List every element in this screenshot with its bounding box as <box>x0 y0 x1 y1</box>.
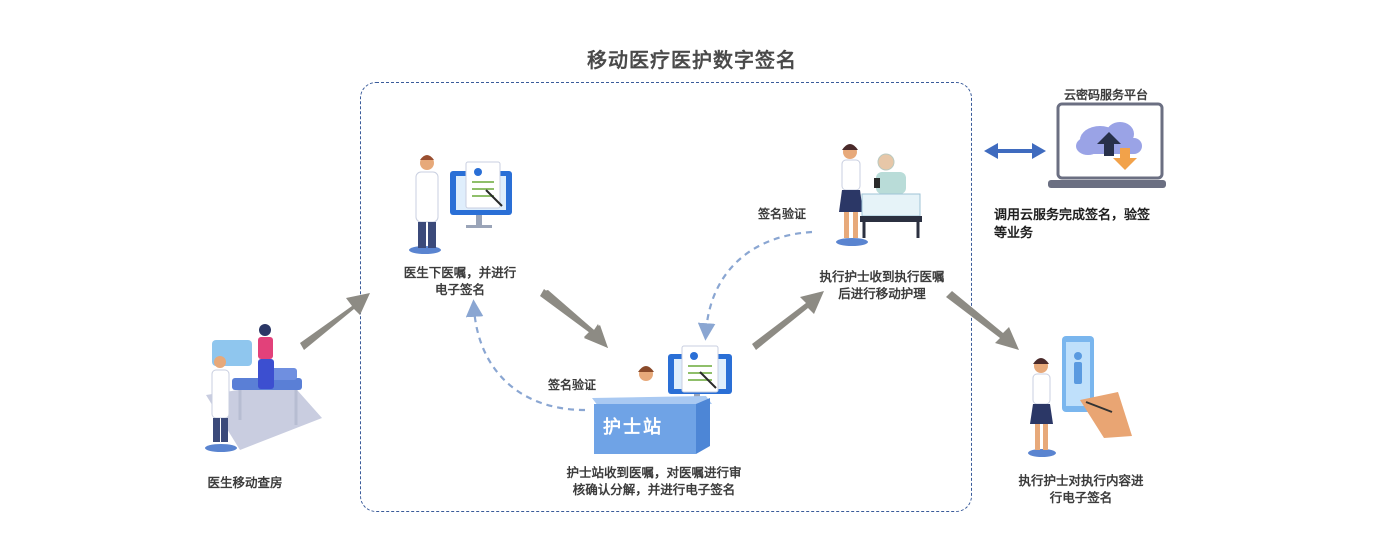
nurse-station-label: 护士站收到医嘱，对医嘱进行审 核确认分解，并进行电子签名 <box>548 464 760 498</box>
verify-arrow-left <box>465 299 586 412</box>
exec-sign-label: 执行护士对执行内容进 行电子签名 <box>1006 472 1156 506</box>
doctor-order-line2: 电子签名 <box>434 282 485 297</box>
flow-arrow-2 <box>540 289 608 348</box>
verify-label-left: 签名验证 <box>548 378 597 392</box>
verify-label-right: 签名验证 <box>758 207 807 221</box>
exec-sign-line1: 执行护士对执行内容进 <box>1018 473 1144 488</box>
doctor-order-illustration <box>409 155 512 254</box>
nurse-station-sign: 护士站 <box>603 417 663 438</box>
flow-arrow-1 <box>300 293 370 350</box>
verify-arrow-right <box>697 230 813 341</box>
nurse-station-line1: 护士站收到医嘱，对医嘱进行审 <box>566 465 742 480</box>
exec-nurse-line1: 执行护士收到执行医嘱 <box>819 269 945 284</box>
exec-sign-illustration <box>1028 336 1132 457</box>
flow-arrow-4 <box>946 291 1019 350</box>
exec-sign-line2: 行电子签名 <box>1049 490 1113 505</box>
exec-nurse-illustration <box>836 144 922 246</box>
diagram-title: 移动医疗医护数字签名 <box>587 48 797 72</box>
exec-nurse-line2: 后进行移动护理 <box>838 286 926 301</box>
cloud-laptop-illustration <box>1048 102 1166 188</box>
doctor-order-line1: 医生下医嘱，并进行 <box>403 265 517 280</box>
cloud-description: 调用云服务完成签名，验签 等业务 <box>994 207 1150 243</box>
cloud-desc-line1: 调用云服务完成签名，验签 <box>994 208 1151 223</box>
nurse-station-line2: 核确认分解，并进行电子签名 <box>572 482 736 497</box>
cloud-desc-line2: 等业务 <box>994 226 1034 241</box>
exec-nurse-label: 执行护士收到执行医嘱 后进行移动护理 <box>804 268 960 302</box>
flow-arrow-3 <box>752 291 824 350</box>
doctor-order-label: 医生下医嘱，并进行 电子签名 <box>390 264 530 298</box>
doctor-rounds-illustration <box>205 324 322 452</box>
doctor-rounds-text: 医生移动查房 <box>207 475 283 490</box>
double-arrow-icon <box>984 143 1046 159</box>
doctor-rounds-label: 医生移动查房 <box>190 474 300 491</box>
cloud-platform-title: 云密码服务平台 <box>1064 88 1149 102</box>
nurse-station-illustration <box>592 345 732 454</box>
